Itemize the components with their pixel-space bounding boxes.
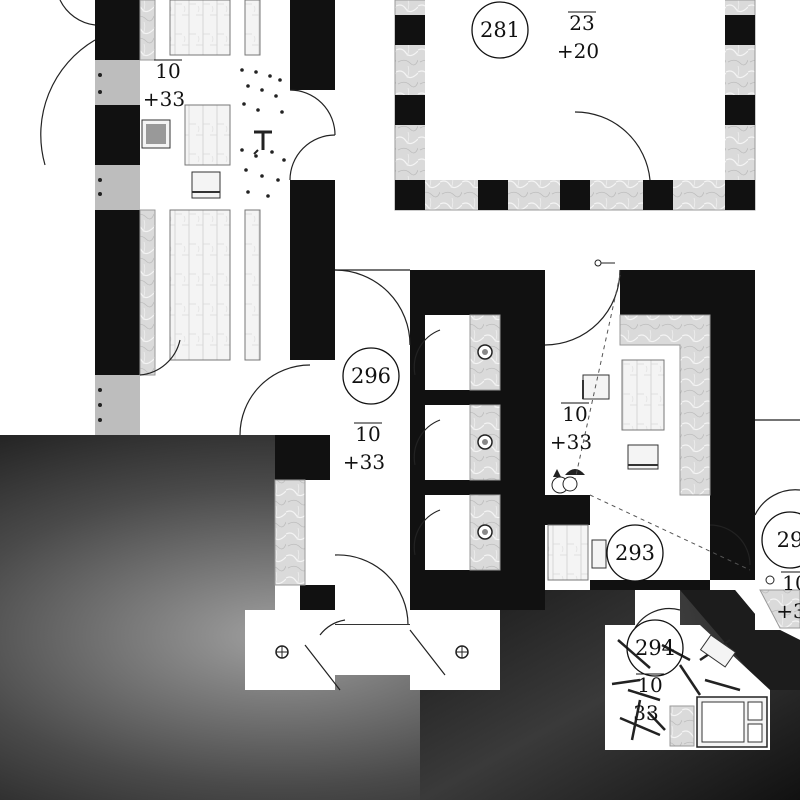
depth-label-d2: 23+20 (557, 11, 599, 63)
bed-icon (696, 696, 768, 748)
chair-icon (141, 119, 171, 149)
depth-top: 10 (637, 673, 662, 697)
chair-icon (591, 539, 607, 569)
depth-bottom: +3 (776, 599, 800, 623)
room-number: 293 (615, 541, 655, 565)
depth-top: 10 (355, 422, 380, 446)
depth-top: 23 (569, 11, 594, 35)
room-circle (606, 524, 664, 582)
wall-studs (98, 73, 102, 422)
caltrops-trap-icon (240, 68, 286, 198)
depth-label-d6: 10+3 (776, 571, 800, 623)
room-labels: 281 296 293 294 29 (342, 1, 800, 677)
room-marker-296[interactable]: 296 (342, 347, 400, 405)
room-marker-294[interactable]: 294 (626, 619, 684, 677)
room-number: 294 (635, 636, 675, 660)
debris-icon (611, 638, 741, 741)
west-hall (40, 0, 336, 435)
depth-label-d3: 10+33 (343, 422, 385, 474)
room-circle (342, 347, 400, 405)
room-281 (394, 0, 756, 211)
depth-top: 10 (782, 571, 800, 595)
chair-icon (582, 374, 610, 400)
room-number: 29 (777, 528, 800, 552)
room-294 (605, 590, 770, 750)
room-marker-29x[interactable]: 29 (761, 511, 800, 569)
void-area (0, 435, 800, 800)
room-number: 281 (480, 18, 520, 42)
room-circle (471, 1, 529, 59)
room-circle (761, 511, 800, 569)
room-293 (544, 259, 755, 590)
stool-icon (191, 171, 221, 199)
depth-label-d1: 10+33 (143, 59, 185, 111)
pottery-icon (551, 469, 585, 494)
depth-top: 10 (562, 402, 587, 426)
sink-drain-icon (275, 645, 469, 659)
depth-label-d4: 10+33 (550, 402, 592, 454)
depth-bottom: +20 (557, 39, 599, 63)
room-number: 296 (351, 364, 391, 388)
depth-bottom: 33 (633, 701, 658, 725)
depth-bottom: +33 (343, 450, 385, 474)
south-alcoves (245, 615, 500, 691)
room-marker-293[interactable]: 293 (606, 524, 664, 582)
room-marker-281[interactable]: 281 (471, 1, 529, 59)
depth-bottom: +33 (143, 87, 185, 111)
latrine-block (239, 269, 545, 626)
depth-top: 10 (155, 59, 180, 83)
room-circle (626, 619, 684, 677)
depth-bottom: +33 (550, 430, 592, 454)
toilet-icon (477, 344, 493, 540)
stool-icon (627, 444, 659, 470)
